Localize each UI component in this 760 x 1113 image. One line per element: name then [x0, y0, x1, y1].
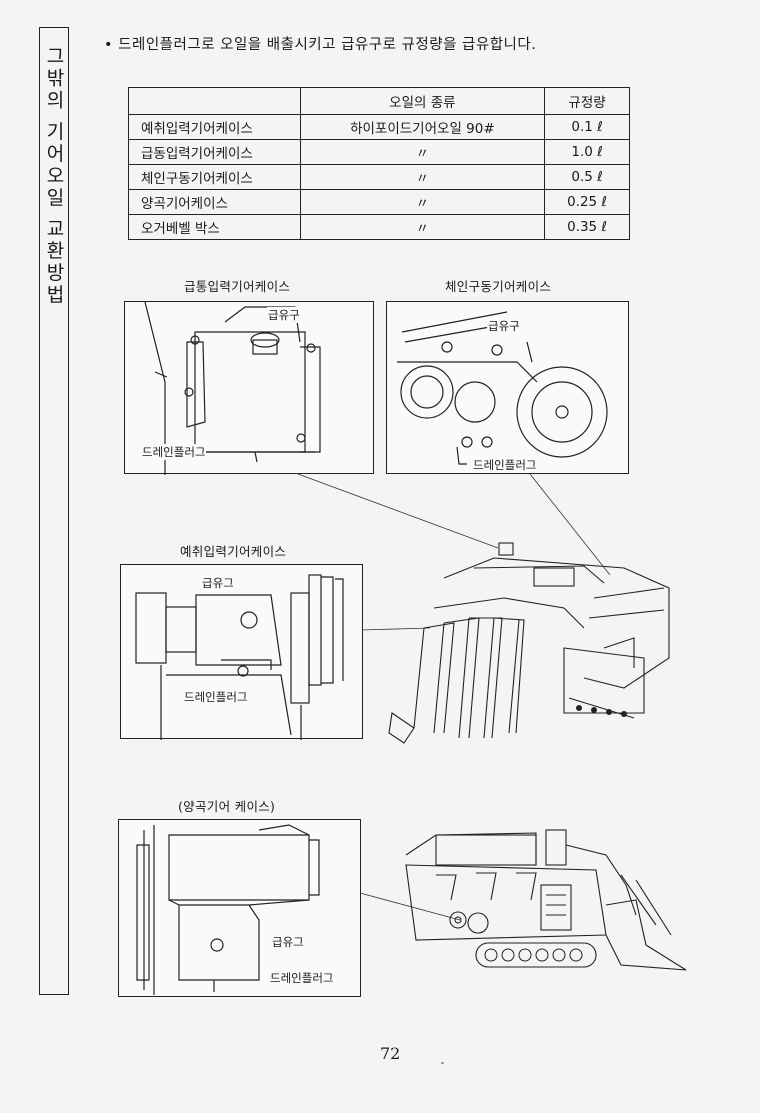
table-cell: 오거베벨 박스 [128, 214, 301, 240]
table-cell: 〃 [299, 164, 546, 190]
side-tab-title: 그밖의 기어오일 교환방법 [43, 46, 65, 307]
table-header-cell: 오일의 종류 [299, 87, 546, 115]
figure-grain-gearcase: 급유그 드레인플러그 [118, 819, 361, 997]
table-header-row: 오일의 종류 규정량 [128, 87, 630, 115]
drain-plug-label: 드레인플러그 [183, 689, 249, 705]
table-header-cell [128, 87, 301, 115]
grain-gearcase-drawing [136, 824, 320, 995]
table-row: 급동입력기어케이스 〃 1.0 ℓ [128, 139, 630, 165]
drain-plug-label: 드레인플러그 [141, 444, 207, 460]
table-row: 예취입력기어케이스 하이포이드기어오일 90# 0.1 ℓ [128, 114, 630, 140]
fill-port-label: 급유구 [487, 318, 521, 334]
table-cell: 〃 [299, 189, 546, 215]
table-row: 양곡기어케이스 〃 0.25 ℓ [128, 189, 630, 215]
table-cell: 0.35 ℓ [544, 214, 630, 240]
table-cell: 체인구동기어케이스 [128, 164, 301, 190]
figure-chain-drive-gearcase: 급유구 드레인플러그 [386, 301, 629, 474]
table-cell: 예취입력기어케이스 [128, 114, 301, 140]
figure-header-input-gearcase: 급유그 드레인플러그 [120, 564, 363, 740]
intro-instruction: • 드레인플러그로 오일을 배출시키고 급유구로 규정량을 급유합니다. [104, 37, 537, 53]
table-cell: 1.0 ℓ [544, 139, 630, 165]
oil-spec-table: 오일의 종류 규정량 예취입력기어케이스 하이포이드기어오일 90# 0.1 ℓ… [128, 87, 630, 240]
figure-drive-input-gearcase: 급유구 드레인플러그 [124, 301, 374, 475]
drain-plug-label: 드레인플러그 [269, 970, 335, 986]
drain-plug-label: 드레인플러그 [472, 457, 538, 473]
table-header-cell: 규정량 [544, 87, 630, 115]
fill-port-label: 급유그 [271, 934, 305, 950]
figure-caption: 체인구동기어케이스 [445, 279, 552, 294]
figure-caption: (양곡기어 케이스) [178, 799, 276, 814]
figure-caption: 급통입력기어케이스 [184, 279, 291, 294]
table-cell: 〃 [299, 139, 546, 165]
table-row: 오거베벨 박스 〃 0.35 ℓ [128, 214, 630, 240]
table-cell: 양곡기어케이스 [128, 189, 301, 215]
fill-port-label: 급유구 [267, 307, 301, 323]
table-cell: 하이포이드기어오일 90# [299, 114, 546, 140]
table-cell: 0.25 ℓ [544, 189, 630, 215]
page-number: 72 [380, 1044, 401, 1063]
table-cell: 0.1 ℓ [544, 114, 630, 140]
header-gearcase-drawing [135, 574, 344, 740]
table-cell: 0.5 ℓ [544, 164, 630, 190]
table-cell: 급동입력기어케이스 [128, 139, 301, 165]
table-cell: 〃 [299, 214, 546, 240]
combine-harvester-side-illustration [405, 829, 687, 971]
footer-mark: ˘ [440, 1062, 445, 1073]
table-row: 체인구동기어케이스 〃 0.5 ℓ [128, 164, 630, 190]
combine-harvester-front-illustration [388, 542, 670, 744]
section-side-tab: 그밖의 기어오일 교환방법 [39, 27, 69, 995]
fill-port-label: 급유그 [201, 575, 235, 591]
figure-caption: 예취입력기어케이스 [180, 544, 287, 559]
